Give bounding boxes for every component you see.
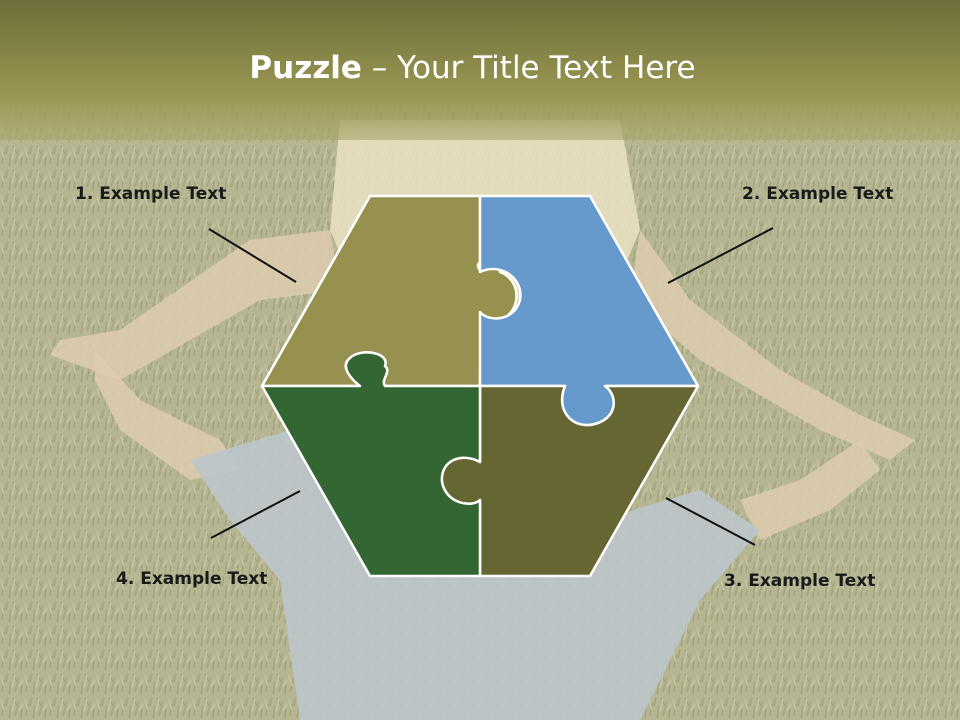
title-band: Puzzle – Your Title Text Here — [0, 0, 960, 140]
connector-line-2 — [667, 227, 774, 284]
label-item-1: 1. Example Text — [75, 184, 227, 204]
connector-line-3 — [665, 497, 756, 546]
title-bold: Puzzle — [249, 50, 362, 86]
puzzle-piece-top-left — [260, 194, 518, 388]
slide-title: Puzzle – Your Title Text Here — [0, 50, 945, 86]
title-rest: – Your Title Text Here — [361, 50, 696, 86]
puzzle-piece-bottom-left — [260, 351, 482, 578]
connector-line-4 — [210, 490, 301, 539]
label-item-4: 4. Example Text — [116, 569, 268, 589]
connector-line-1 — [208, 228, 297, 283]
label-item-3: 3. Example Text — [724, 571, 876, 591]
label-item-2: 2. Example Text — [742, 184, 894, 204]
